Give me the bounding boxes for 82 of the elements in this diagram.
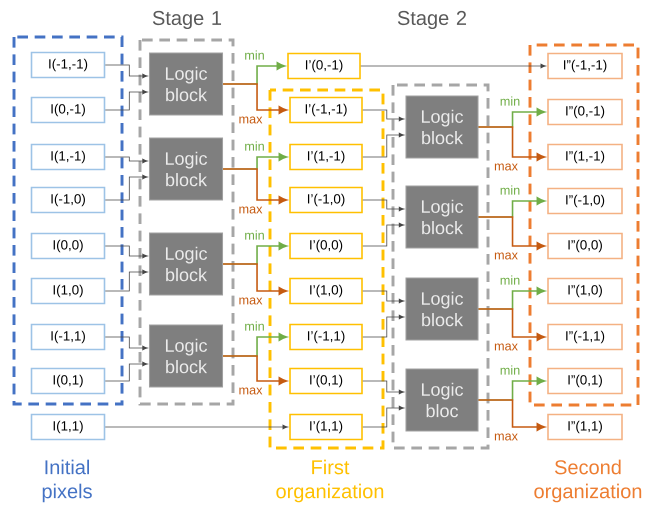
branch-arrow [223,168,288,204]
pixel-box: I”(0,0) [547,232,623,260]
pixel-box: I’(1,0) [289,278,363,304]
edge-label: max [237,386,264,396]
pixel-box: I(0,1) [30,368,106,394]
edge-label: max [237,205,264,215]
logic-block: Logic block [148,232,224,296]
branch-arrow [478,216,546,250]
logic-block: Logic block [148,324,224,388]
logic-block: Logic bloc [405,368,479,432]
node-label: Second organization [534,460,642,502]
pixel-box: I’(-1,1) [289,324,363,350]
pixel-box: I”(1,0) [547,278,623,304]
pixel-box: I(-1,-1) [30,52,106,78]
arrow [104,424,288,430]
pixel-box: I’(-1,-1) [289,96,363,124]
edge-label: min [242,229,266,241]
arrow [362,132,404,158]
arrow [104,156,148,164]
edge-label: max [492,251,520,261]
logic-block: Logic block [148,52,224,116]
edge-label: min [242,320,266,332]
logic-block: Logic block [405,95,479,159]
pixel-box: I(1,-1) [30,144,106,170]
edge-label: max [237,296,264,306]
edge-label: min [242,140,266,152]
edge-label: max [492,432,520,442]
node-label: Stage 1 [152,10,222,30]
arrow [104,64,148,78]
node-label: Stage 2 [398,10,466,30]
edge-label: max [492,342,520,352]
pixel-box: I(1,1) [30,414,106,440]
arrow [104,90,148,110]
pixel-box: I”(1,1) [547,414,623,440]
edge-label: max [237,115,264,125]
arrow [104,246,148,258]
pixel-box: I(0,0) [30,232,106,260]
pixel-box: I”(-1,0) [547,188,623,214]
branch-arrow [478,308,546,341]
branch-arrow [223,83,288,114]
pixel-box: I’(1,1) [289,414,363,440]
arrow [104,174,148,200]
branch-arrow [223,355,288,385]
arrow [104,336,148,350]
branch-arrow [478,399,546,431]
arrow [362,406,404,428]
edge-label: max [492,162,520,172]
pixel-box: I’(0,1) [289,368,363,394]
pixel-box: I”(0,-1) [547,98,623,126]
branch-arrow [223,263,288,295]
arrow [362,110,404,122]
node-label: First organization [276,460,384,502]
arrow [360,64,546,68]
arrow [362,222,404,246]
pixel-box: I(1,0) [30,278,106,304]
arrow [362,290,404,304]
pixel-box: I(0,-1) [30,96,106,124]
logic-block: Logic block [148,137,224,201]
branch-arrow [478,126,546,161]
edge-label: min [498,95,522,107]
edge-label: min [242,49,266,61]
edge-label: min [498,274,522,286]
pixel-box: I(-1,1) [30,324,106,350]
pixel-box: I”(-1,1) [547,324,623,350]
arrow [362,314,404,338]
pixel-box: I’(0,0) [289,232,363,260]
pixel-box: I(-1,0) [30,186,106,214]
arrow [362,200,404,212]
edge-label: min [498,184,522,196]
edge-label: min [498,364,522,376]
pixel-box: I”(0,1) [547,368,623,394]
pixel-box: I’(0,-1) [287,52,361,80]
node-label: Initial pixels [42,460,92,502]
pixel-box: I’(1,-1) [289,144,363,170]
pixel-box: I’(-1,0) [289,186,363,214]
arrow [104,362,148,382]
arrow [362,380,404,394]
pixel-box: I”(1,-1) [547,144,623,170]
logic-block: Logic block [405,277,479,341]
pixel-box: I”(-1,-1) [547,52,623,80]
arrow [104,270,148,292]
logic-block: Logic block [405,185,479,249]
